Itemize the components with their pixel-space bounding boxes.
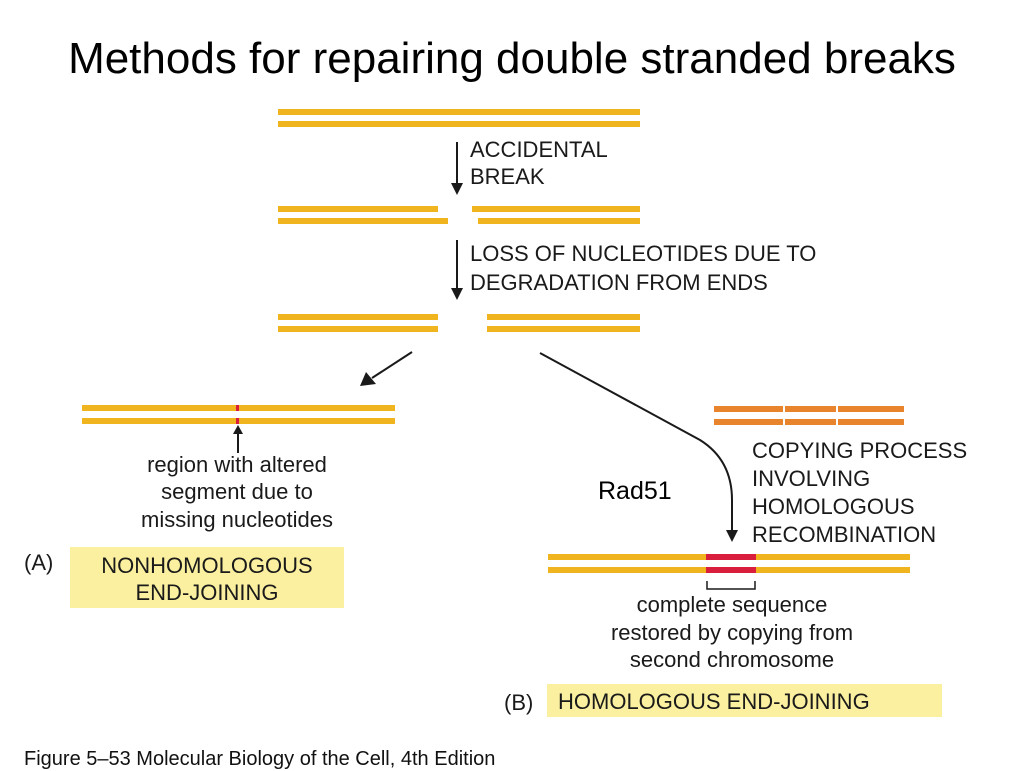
panel-b-letter: (B): [504, 690, 533, 715]
degraded-dna: [278, 314, 640, 332]
copying-label-3: HOMOLOGOUS: [752, 494, 915, 519]
arrow-to-nhej: [360, 351, 413, 386]
intact-dna: [278, 109, 640, 127]
copying-label-2: INVOLVING: [752, 466, 870, 491]
complete-label-3: second chromosome: [630, 647, 834, 672]
arrow-to-hr: [539, 352, 738, 542]
loss-label-1: LOSS OF NUCLEOTIDES DUE TO: [470, 241, 816, 266]
restored-bracket: [706, 581, 756, 590]
copying-label-1: COPYING PROCESS: [752, 438, 967, 463]
hr-dna: [548, 554, 910, 573]
copying-label-4: RECOMBINATION: [752, 522, 936, 547]
rad51-label: Rad51: [598, 477, 672, 505]
arrow-break: [451, 142, 463, 195]
broken-dna: [278, 206, 640, 224]
arrow-altered-region: [233, 425, 243, 453]
region-label-1: region with altered: [147, 452, 327, 477]
accidental-label-1: ACCIDENTAL: [470, 137, 608, 162]
accidental-label-2: BREAK: [470, 164, 545, 189]
panel-a-name-2: END-JOINING: [136, 580, 279, 605]
slide-title: Methods for repairing double stranded br…: [68, 34, 956, 83]
complete-label-2: restored by copying from: [611, 620, 853, 645]
panel-a-letter: (A): [24, 550, 53, 575]
panel-b-highlight: [547, 684, 942, 717]
arrow-loss: [451, 240, 463, 300]
panel-b-name: HOMOLOGOUS END-JOINING: [558, 689, 870, 714]
panel-a-highlight: [70, 547, 344, 608]
region-label-3: missing nucleotides: [141, 507, 333, 532]
homologous-chromosome: [714, 404, 904, 427]
region-label-2: segment due to: [161, 479, 313, 504]
figure-caption: Figure 5–53 Molecular Biology of the Cel…: [24, 748, 496, 770]
panel-a-name-1: NONHOMOLOGOUS: [101, 553, 312, 578]
complete-label-1: complete sequence: [637, 592, 828, 617]
nhej-dna: [82, 405, 395, 424]
loss-label-2: DEGRADATION FROM ENDS: [470, 270, 768, 295]
